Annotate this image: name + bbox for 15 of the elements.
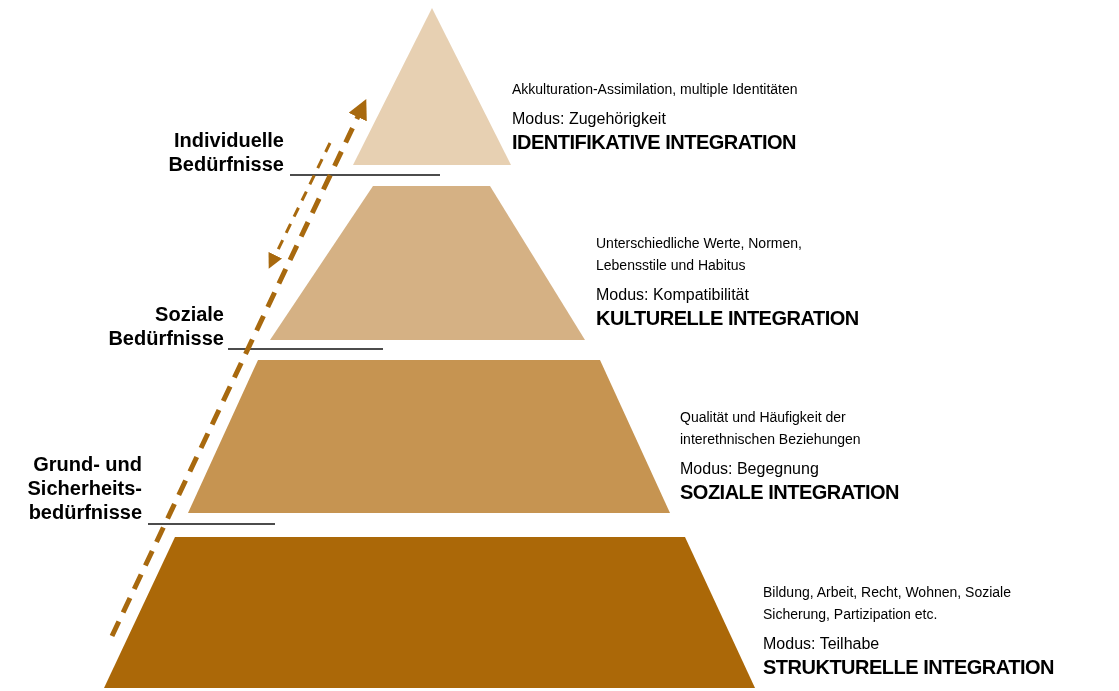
tier-title: STRUKTURELLE INTEGRATION [763,655,1054,679]
description-text: Qualität und Häufigkeit der interethnischen Beziehungen [680,408,862,449]
tier-title: SOZIALE INTEGRATION [680,480,900,504]
description-text: Bildung, Arbeit, Recht, Wohnen, Soziale Sicherung, Partizipation etc. [763,583,1012,624]
mode-text: Modus: Begegnung [680,459,820,479]
tier-title: KULTURELLE INTEGRATION [596,306,860,330]
mode-text: Modus: Teilhabe [763,634,881,654]
description-text: Unterschiedliche Werte, Normen, Lebensstile und Habitus [596,234,803,275]
needs-label: Soziale Bedürfnisse [107,302,224,350]
description-text: Akkulturation-Assimilation, multiple Identitäten [512,80,799,99]
tier-title: IDENTIFIKATIVE INTEGRATION [512,130,798,154]
mode-text: Modus: Kompatibilität [596,285,750,305]
needs-label: Grund- und Sicherheits-bedürfnisse [26,452,142,524]
mode-text: Modus: Zugehörigkeit [512,109,667,129]
needs-label: Individuelle Bedürfnisse [167,128,284,176]
